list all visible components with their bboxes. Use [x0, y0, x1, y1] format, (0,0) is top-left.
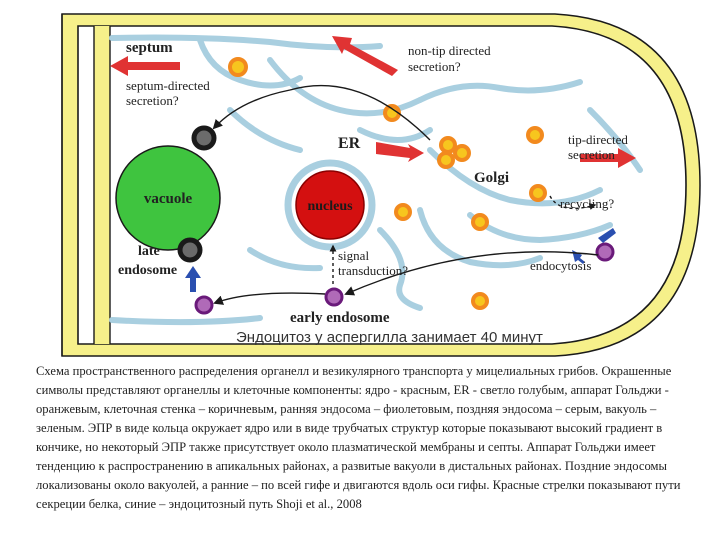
signal-label-2: transduction? [338, 263, 408, 278]
vacuole-label: vacuole [144, 191, 193, 207]
er-label: ER [338, 135, 361, 152]
arrow-golgi-to-late [212, 84, 431, 141]
vacuole [115, 145, 221, 251]
late-endosome [177, 237, 203, 263]
nucleus-label: nucleus [307, 199, 353, 214]
tip-directed-label: tip-directed [568, 132, 628, 147]
golgi-label: Golgi [474, 170, 509, 186]
early-endosome [194, 295, 214, 315]
hypha-diagram: vacuole nucleus [61, 13, 701, 357]
arrow-recycling [549, 195, 597, 210]
septum-directed-label-2: secretion? [126, 93, 179, 108]
tip-directed-label-2: secretion [568, 147, 615, 162]
early-endosome [324, 287, 344, 307]
golgi [228, 57, 547, 310]
late-endosome [191, 125, 217, 151]
septum-label: septum [126, 40, 173, 56]
plasma-membrane [77, 25, 687, 345]
septum-band [94, 26, 110, 344]
late-endosome-label-2: endosome [118, 263, 177, 278]
secretion-arrows [110, 36, 636, 168]
early-endosome [595, 242, 615, 262]
arrow-endocytosis-to-early [344, 251, 599, 296]
non-tip-label: non-tip directed [408, 43, 491, 58]
endocytosis-label: endocytosis [530, 258, 591, 273]
septum-directed-label: septum-directed [126, 78, 210, 93]
early-endosome-label: early endosome [290, 310, 390, 326]
nucleus [295, 170, 365, 240]
overlay-title: Эндоцитоз у аспергилла занимает 40 минут [236, 329, 543, 346]
late-endosome-label: late [138, 244, 160, 259]
recycling-label: recycling? [560, 196, 614, 211]
non-tip-label-2: secretion? [408, 59, 461, 74]
figure-caption: Схема пространственного распределения ор… [36, 364, 681, 511]
signal-label: signal [338, 248, 369, 263]
arrow-early-to-late [213, 292, 326, 305]
